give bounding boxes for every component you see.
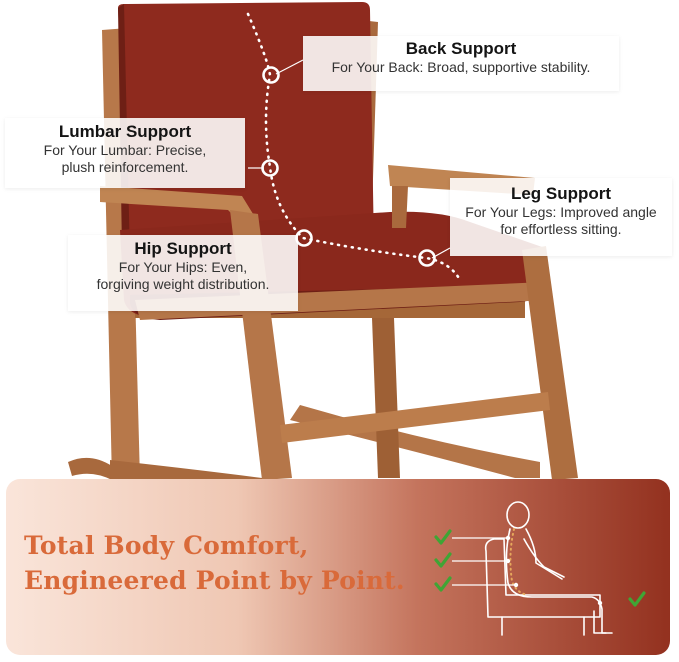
diagram-person-front — [525, 528, 563, 580]
check-icon — [628, 591, 646, 607]
runner-left — [110, 460, 262, 480]
marker-back — [262, 66, 280, 84]
diagram-dot-hip — [513, 582, 519, 588]
callout-lumbar-desc: For Your Lumbar: Precise, plush reinforc… — [43, 142, 207, 176]
callout-hip-support: Hip Support For Your Hips: Even, forgivi… — [68, 235, 298, 311]
front-leg-right — [522, 246, 578, 480]
marker-lumbar — [261, 159, 279, 177]
diagram-dot-leg — [597, 600, 603, 606]
banner-headline-line1: Total Body Comfort, — [24, 531, 309, 560]
callout-hip-title: Hip Support — [134, 239, 232, 258]
armrest-left — [100, 186, 258, 226]
callout-leg-desc: For Your Legs: Improved angle for effort… — [465, 204, 657, 238]
marker-leg — [418, 249, 436, 267]
check-icon — [434, 552, 452, 568]
middle-leg — [372, 318, 400, 478]
callout-back-title: Back Support — [405, 39, 517, 58]
check-icon — [434, 529, 452, 545]
seated-posture-diagram — [434, 501, 646, 636]
diagram-dot-lumbar — [505, 558, 511, 564]
support-dots-line — [246, 12, 462, 282]
diagram-person-head — [506, 501, 530, 529]
callout-lumbar-support: Lumbar Support For Your Lumbar: Precise,… — [5, 118, 245, 188]
leader-back — [275, 59, 304, 75]
front-stretcher — [280, 392, 550, 443]
chair-back-rocker — [68, 457, 112, 480]
callout-back-desc: For Your Back: Broad, supportive stabili… — [331, 59, 591, 76]
callout-lumbar-title: Lumbar Support — [58, 122, 192, 141]
callout-leg-support: Leg Support For Your Legs: Improved angl… — [450, 178, 672, 256]
back-cushion-shade — [118, 4, 148, 272]
diagram-spine-dots — [509, 528, 529, 596]
comfort-banner: Total Body Comfort, Engineered Point by … — [6, 479, 670, 655]
diagram-person-arm — [523, 538, 565, 578]
check-icon — [434, 576, 452, 592]
diagram-chair-outline — [484, 538, 601, 618]
diagram-dot-back — [505, 535, 511, 541]
banner-headline-line2: Engineered Point by Point. — [24, 566, 405, 595]
callout-back-support: Back Support For Your Back: Broad, suppo… — [303, 36, 619, 91]
diagram-person-shin — [593, 610, 607, 634]
callout-leg-title: Leg Support — [510, 184, 612, 203]
armrest-right-post — [392, 186, 408, 228]
callout-hip-desc: For Your Hips: Even, forgiving weight di… — [96, 259, 270, 293]
